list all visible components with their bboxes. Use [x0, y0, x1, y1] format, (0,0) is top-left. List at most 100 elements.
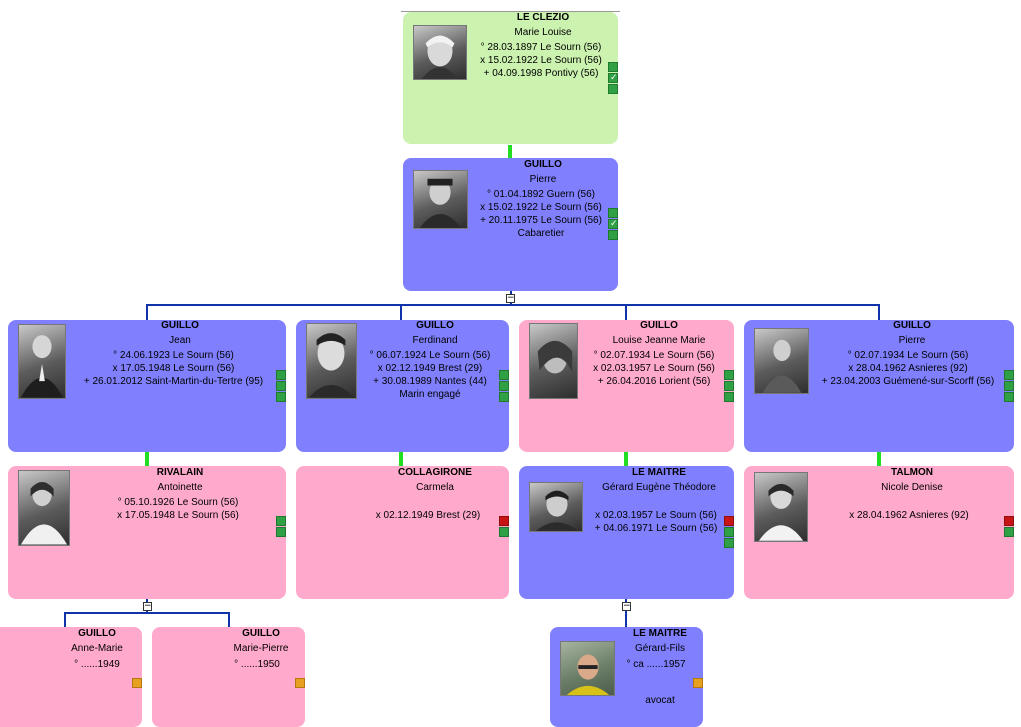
given-names: Jean: [169, 335, 191, 346]
marriage-line: x 17.05.1948 Le Sourn (56): [112, 363, 235, 374]
person-card-guillo-jean[interactable]: GUILLO Jean ° 24.06.1923 Le Sourn (56) x…: [8, 320, 286, 452]
portrait-photo: [560, 641, 615, 696]
verified-marker[interactable]: [608, 72, 618, 83]
partial-date-marker[interactable]: [295, 678, 305, 688]
source-marker[interactable]: [724, 392, 734, 402]
link-child-jean: [146, 304, 148, 320]
source-marker[interactable]: [608, 230, 618, 240]
source-marker[interactable]: [1004, 392, 1014, 402]
person-card-guillo-ferdinand[interactable]: GUILLO Ferdinand ° 06.07.1924 Le Sourn (…: [296, 320, 509, 452]
life-events: ° ca ......1957: [606, 658, 703, 671]
given-names: Carmela: [416, 482, 454, 493]
source-marker[interactable]: [1004, 527, 1014, 537]
person-card-talmon-nicole[interactable]: TALMON Nicole Denise x 28.04.1962 Asnier…: [744, 466, 1014, 599]
missing-source-marker[interactable]: [724, 516, 734, 526]
portrait-photo: [18, 470, 70, 546]
source-marker[interactable]: [276, 527, 286, 537]
link-ferdinand-carmela: [399, 452, 403, 466]
birth-line: ° 06.07.1924 Le Sourn (56): [369, 350, 491, 361]
surname: GUILLO: [416, 320, 454, 331]
marriage-line: x 15.02.1922 Le Sourn (56): [480, 55, 602, 66]
source-marker[interactable]: [724, 527, 734, 537]
source-marker[interactable]: [1004, 381, 1014, 391]
person-card-guillo-pierre-root[interactable]: GUILLO Pierre ° 01.04.1892 Guern (56) x …: [403, 158, 618, 291]
given-names: Marie Louise: [514, 27, 572, 38]
life-events: ° 02.07.1934 Le Sourn (56) x 02.03.1957 …: [581, 349, 727, 388]
missing-source-marker[interactable]: [499, 516, 509, 526]
person-card-rivalain-antoinette[interactable]: RIVALAIN Antoinette ° 05.10.1926 Le Sour…: [8, 466, 286, 599]
person-card-guillo-louise[interactable]: GUILLO Louise Jeanne Marie ° 02.07.1934 …: [519, 320, 734, 452]
source-marker[interactable]: [276, 392, 286, 402]
marriage-line: x 28.04.1962 Asnieres (92): [848, 363, 968, 374]
given-names: Nicole Denise: [881, 482, 943, 493]
person-card-collagirone-carmela[interactable]: COLLAGIRONE Carmela x 02.12.1949 Brest (…: [296, 466, 509, 599]
partial-date-marker[interactable]: [132, 678, 142, 688]
person-card-guillo-pierre-child[interactable]: GUILLO Pierre ° 02.07.1934 Le Sourn (56)…: [744, 320, 1014, 452]
collapse-toggle-children[interactable]: −: [506, 293, 515, 303]
portrait-photo: [529, 482, 583, 532]
birth-line: ° 24.06.1923 Le Sourn (56): [113, 350, 234, 361]
collapse-toggle-jean-children[interactable]: −: [143, 601, 152, 611]
portrait-photo: [529, 323, 578, 399]
birth-line: ° 28.03.1897 Le Sourn (56): [480, 42, 602, 53]
life-events: ° 28.03.1897 Le Sourn (56) x 15.02.1922 …: [467, 41, 615, 80]
source-marker[interactable]: [276, 370, 286, 380]
source-marker[interactable]: [499, 527, 509, 537]
life-events: x 02.12.1949 Brest (29): [358, 509, 498, 522]
source-marker[interactable]: [724, 370, 734, 380]
source-marker[interactable]: [724, 538, 734, 548]
person-card-le-clezio-marie-louise[interactable]: LE CLEZIO Marie Louise ° 28.03.1897 Le S…: [403, 12, 618, 144]
portrait-photo: [413, 25, 467, 80]
given-names: Gérard-Fils: [634, 643, 685, 654]
link-grandchild-stem-right: [625, 599, 627, 627]
source-marker[interactable]: [608, 62, 618, 72]
life-events: ° 24.06.1923 Le Sourn (56) x 17.05.1948 …: [66, 349, 281, 388]
link-child-pierre: [878, 304, 880, 320]
portrait-photo: [754, 328, 809, 394]
link-children-bar: [146, 304, 751, 306]
death-line: + 23.04.2003 Guémené-sur-Scorff (56): [821, 376, 995, 387]
death-line: + 26.04.2016 Lorient (56): [597, 376, 711, 387]
source-marker[interactable]: [608, 84, 618, 94]
person-card-le-maitre-gerard[interactable]: LE MAITRE Gérard Eugène Théodore x 02.03…: [519, 466, 734, 599]
person-card-guillo-anne-marie[interactable]: GUILLO Anne-Marie ° ......1949: [0, 627, 142, 727]
surname: GUILLO: [640, 320, 678, 331]
source-marker[interactable]: [499, 392, 509, 402]
occupation-line: Cabaretier: [517, 228, 565, 239]
link-children-bar-right: [750, 304, 879, 306]
given-names: Anne-Marie: [71, 643, 123, 654]
portrait-photo: [754, 472, 808, 542]
life-events: ° 06.07.1924 Le Sourn (56) x 02.12.1949 …: [358, 349, 502, 401]
missing-source-marker[interactable]: [1004, 516, 1014, 526]
occupation-line: avocat: [645, 695, 675, 706]
death-line: + 30.08.1989 Nantes (44): [373, 376, 487, 387]
birth-line: ° 02.07.1934 Le Sourn (56): [847, 350, 969, 361]
birth-line: ° 05.10.1926 Le Sourn (56): [117, 497, 239, 508]
source-marker[interactable]: [724, 381, 734, 391]
source-marker[interactable]: [499, 381, 509, 391]
person-card-guillo-marie-pierre[interactable]: GUILLO Marie-Pierre ° ......1950: [152, 627, 305, 727]
surname: RIVALAIN: [156, 467, 204, 478]
source-marker[interactable]: [608, 208, 618, 218]
given-names: Pierre: [898, 335, 926, 346]
verified-marker[interactable]: [608, 218, 618, 229]
life-events: x 28.04.1962 Asnieres (92): [844, 509, 974, 522]
birth-line: ° ......1949: [74, 659, 120, 670]
partial-date-marker[interactable]: [693, 678, 703, 688]
source-marker[interactable]: [499, 370, 509, 380]
marriage-line: x 02.03.1957 Le Sourn (56): [595, 510, 717, 521]
link-child-anne-marie: [64, 612, 66, 627]
source-marker[interactable]: [276, 516, 286, 526]
marriage-line: x 02.12.1949 Brest (29): [377, 363, 483, 374]
portrait-photo: [306, 323, 357, 399]
marriage-line: x 17.05.1948 Le Sourn (56): [117, 510, 239, 521]
person-card-le-maitre-gerard-fils[interactable]: LE MAITRE Gérard-Fils ° ca ......1957 av…: [550, 627, 703, 727]
collapse-toggle-louise-children[interactable]: −: [622, 601, 631, 611]
link-pierre-nicole: [877, 452, 881, 466]
source-marker[interactable]: [276, 381, 286, 391]
surname: LE CLEZIO: [516, 12, 570, 23]
birth-line: ° ca ......1957: [626, 659, 686, 670]
life-events: ° 05.10.1926 Le Sourn (56) x 17.05.1948 …: [108, 496, 248, 522]
source-marker[interactable]: [1004, 370, 1014, 380]
surname: LE MAITRE: [632, 467, 686, 478]
